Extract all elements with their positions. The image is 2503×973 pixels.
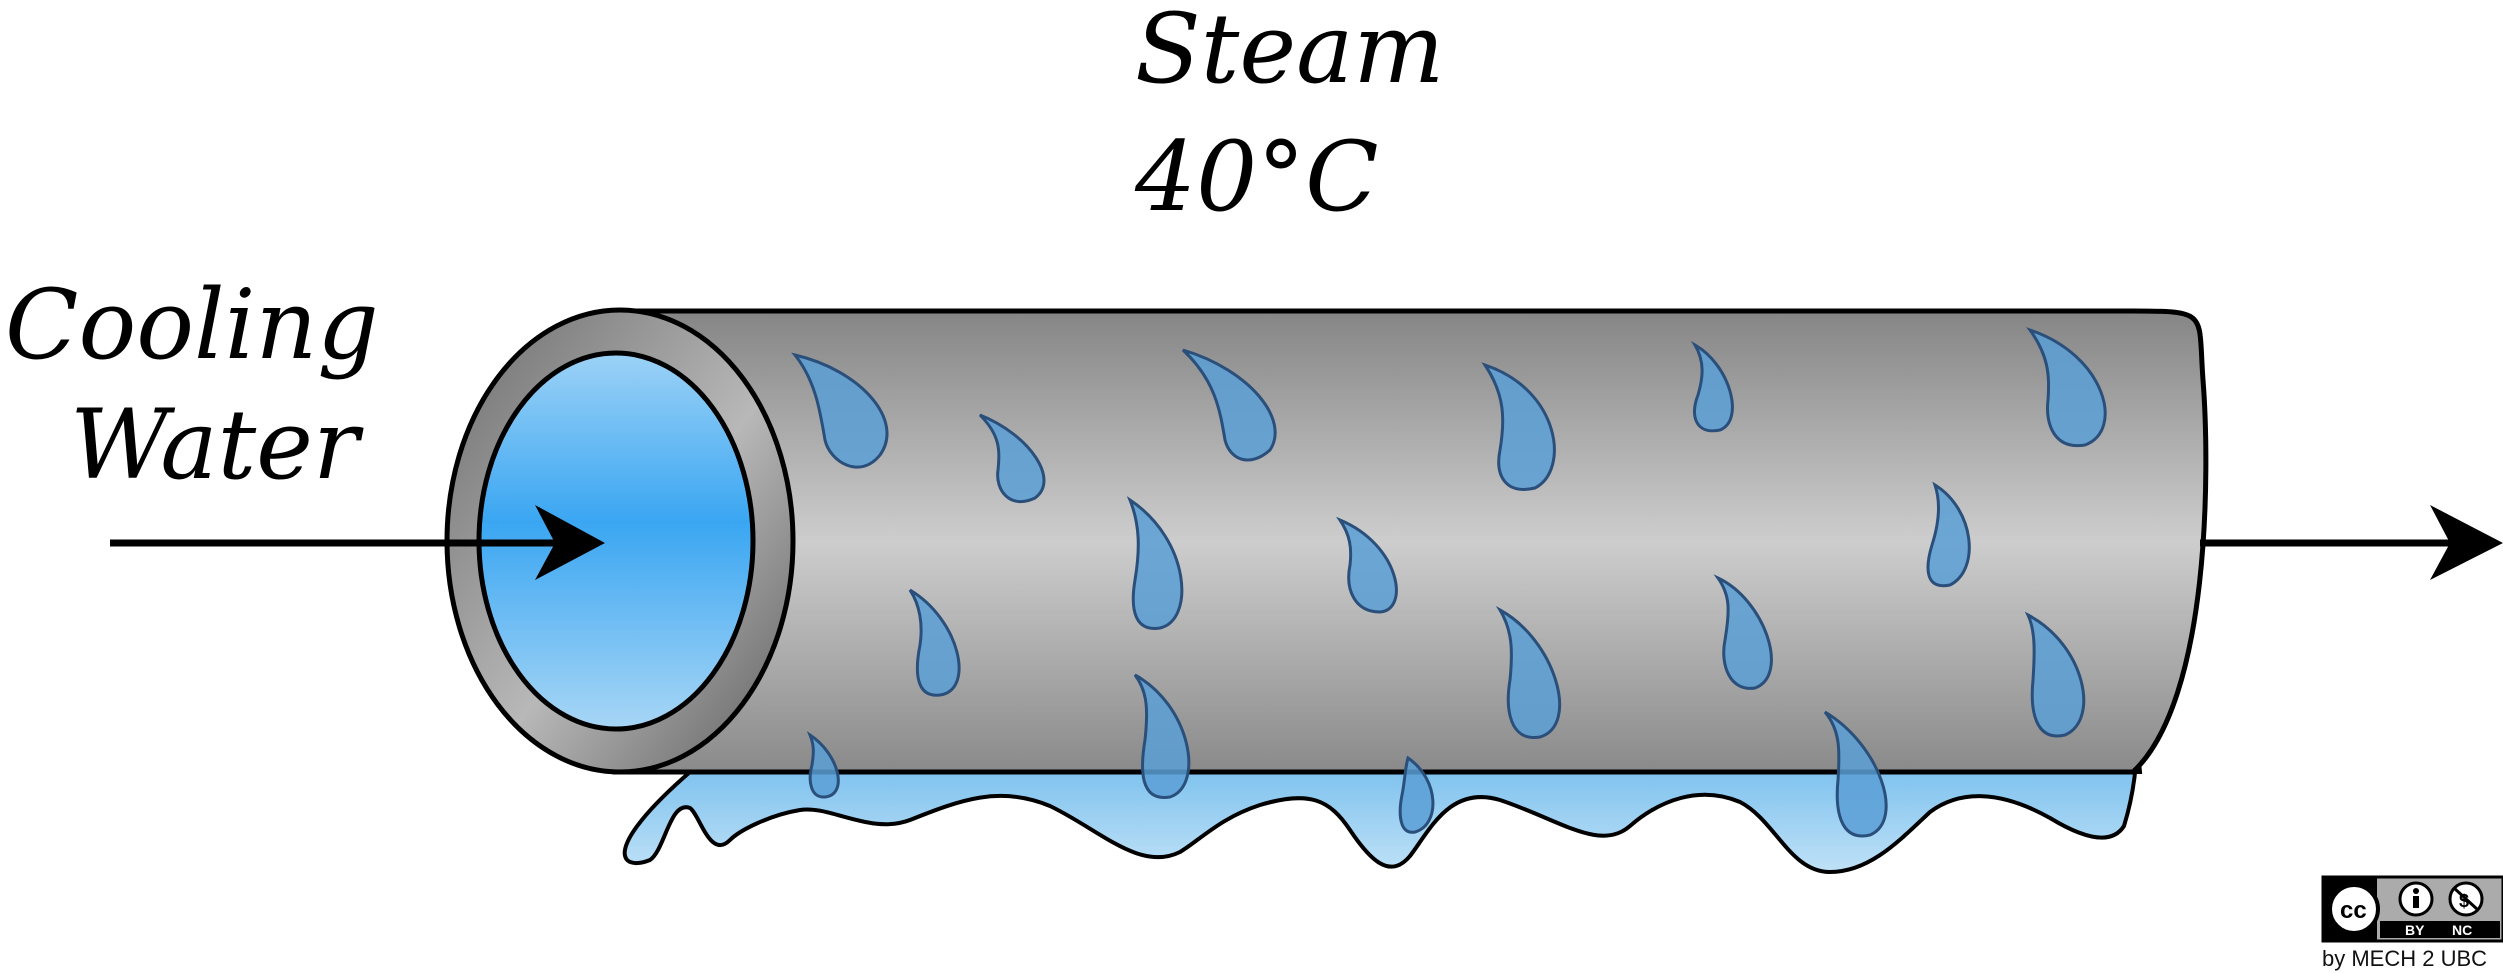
droplet (1823, 710, 1888, 838)
droplet (1126, 496, 1184, 630)
droplet (791, 352, 889, 469)
cooling-water-label-line1: Cooling (5, 269, 379, 381)
droplet (806, 731, 840, 799)
droplet (1181, 348, 1277, 462)
inlet-arrow (110, 505, 605, 580)
droplet (1133, 673, 1191, 799)
outlet-arrow (2200, 505, 2503, 580)
cooling-water-label-line2: Water (70, 389, 364, 501)
droplet (1336, 516, 1398, 614)
droplet (978, 413, 1046, 504)
droplet (2024, 611, 2086, 738)
cc-icon-text: cc (2340, 897, 2367, 924)
droplet (1926, 481, 1971, 588)
svg-text:$: $ (2459, 891, 2469, 911)
droplet (1398, 755, 1435, 834)
license-credit: by MECH 2 UBC (2322, 946, 2488, 971)
droplet (2026, 327, 2107, 448)
condensate-droplets (791, 327, 2107, 838)
pipe-body (612, 308, 2209, 775)
cc-by-text: BY (2405, 922, 2425, 938)
condensate-pool (622, 719, 2143, 875)
droplet (908, 588, 961, 697)
steam-temperature-label: 40°C (1134, 121, 1379, 233)
cc-icon (2328, 883, 2380, 935)
steam-label: Steam (1135, 0, 1444, 105)
cc-nc-text: NC (2452, 922, 2472, 938)
droplet (1690, 340, 1734, 433)
droplet (1481, 362, 1556, 491)
droplet (1713, 574, 1773, 690)
cc-license-badge: cc $ BY NC (2321, 875, 2503, 943)
droplet (1495, 606, 1562, 739)
